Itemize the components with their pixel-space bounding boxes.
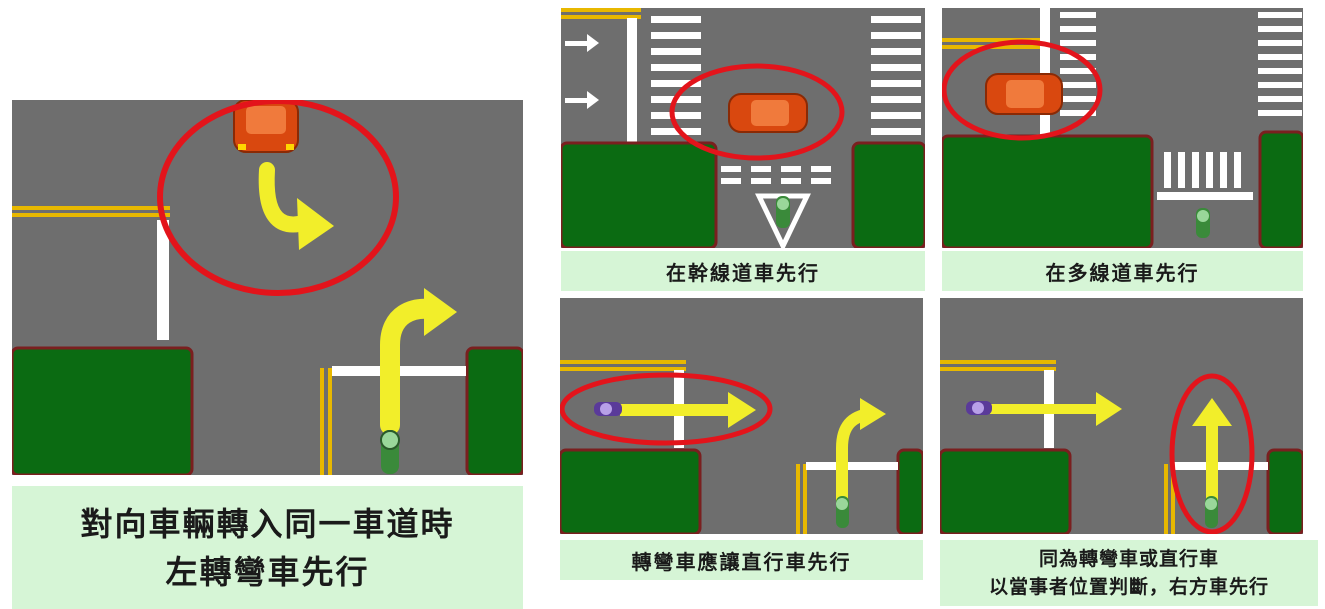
right-side-priority-caption-line-2: 以當事者位置判斷，右方車先行 [988,576,1269,598]
yellow-line [942,38,1042,42]
yellow-curb-line [796,464,800,534]
main-intersection-diagram [12,100,523,475]
multilane-road-diagram [942,8,1303,248]
yield-line [721,166,831,184]
grass-block-right [465,346,523,475]
trunk-road-caption: 在幹線道車先行 [561,251,925,291]
stop-line [1157,192,1253,200]
right-side-priority-caption: 同為轉彎車或直行車 以當事者位置判斷，右方車先行 [940,540,1318,606]
grass-block [896,448,923,534]
turn-yields-straight-caption-text: 轉彎車應讓直行車先行 [631,549,852,574]
main-caption-line-2: 左轉彎車先行 [165,552,370,591]
car-icon [985,73,1063,115]
right-side-priority-diagram [940,298,1303,534]
right-side-priority-caption-line-1: 同為轉彎車或直行車 [1038,548,1219,570]
trunk-road-panel [561,8,925,248]
grass-block-left [12,346,194,475]
car-icon [728,93,808,133]
motorcycle-icon [1196,208,1210,238]
yellow-line [561,8,641,12]
arrow-head-icon [860,398,886,430]
motorcycle-icon [380,430,400,474]
motorcycle-icon [836,496,849,528]
arrow-head-icon [297,198,334,250]
yellow-curb-line [803,464,807,534]
yellow-line [560,367,686,371]
highlight-ring [669,63,845,161]
right-side-priority-panel [940,298,1303,534]
car-icon [233,100,299,153]
grass-block [940,448,1072,534]
stop-line [157,220,169,340]
yellow-line [12,213,170,217]
stop-line [1174,462,1268,470]
up-arrow-icon [1206,420,1218,502]
multilane-road-panel [942,8,1303,248]
arrow-head-icon [728,392,756,428]
straight-arrow-icon [990,404,1100,414]
yellow-line [12,206,170,210]
motorcycle-icon [1205,496,1218,528]
arrow-head-icon [1096,392,1122,426]
main-scenario-panel [12,100,523,475]
multilane-road-caption-text: 在多線道車先行 [1045,260,1200,285]
multilane-road-caption: 在多線道車先行 [942,251,1303,291]
arrow-head-icon [1192,398,1232,426]
grass-block [1266,448,1303,534]
yellow-curb-line [1164,464,1168,534]
trunk-road-diagram [561,8,925,248]
scooter-icon [966,401,992,415]
straight-arrow-icon [620,404,732,416]
highlight-ring [157,100,399,296]
highlight-ring [560,372,773,446]
grass-block [560,448,702,534]
main-caption: 對向車輛轉入同一車道時 左轉彎車先行 [12,486,523,609]
turn-yields-straight-panel [560,298,923,534]
stop-line [627,18,637,142]
yellow-curb-line [1171,464,1175,534]
trunk-road-caption-text: 在幹線道車先行 [666,260,820,285]
yellow-line [940,367,1056,371]
yellow-line [561,15,641,19]
grass-block [851,141,925,248]
yellow-curb-line [320,368,324,475]
grass-block [1258,130,1303,248]
grass-block [561,141,718,248]
turn-yields-straight-caption: 轉彎車應讓直行車先行 [560,540,923,580]
motorcycle-icon [776,196,790,228]
arrow-head-icon [424,288,457,336]
yellow-line [560,360,686,364]
highlight-ring [942,39,1103,141]
yellow-curb-line [328,368,332,475]
stop-line [806,462,898,470]
yellow-line [940,360,1056,364]
scooter-icon [594,402,622,416]
main-caption-line-1: 對向車輛轉入同一車道時 [80,504,455,543]
grass-block [942,134,1154,248]
lane-arrow-icon [565,34,599,109]
turn-yields-straight-diagram [560,298,923,534]
crosswalk [1060,12,1302,188]
highlight-ring [1169,373,1255,534]
